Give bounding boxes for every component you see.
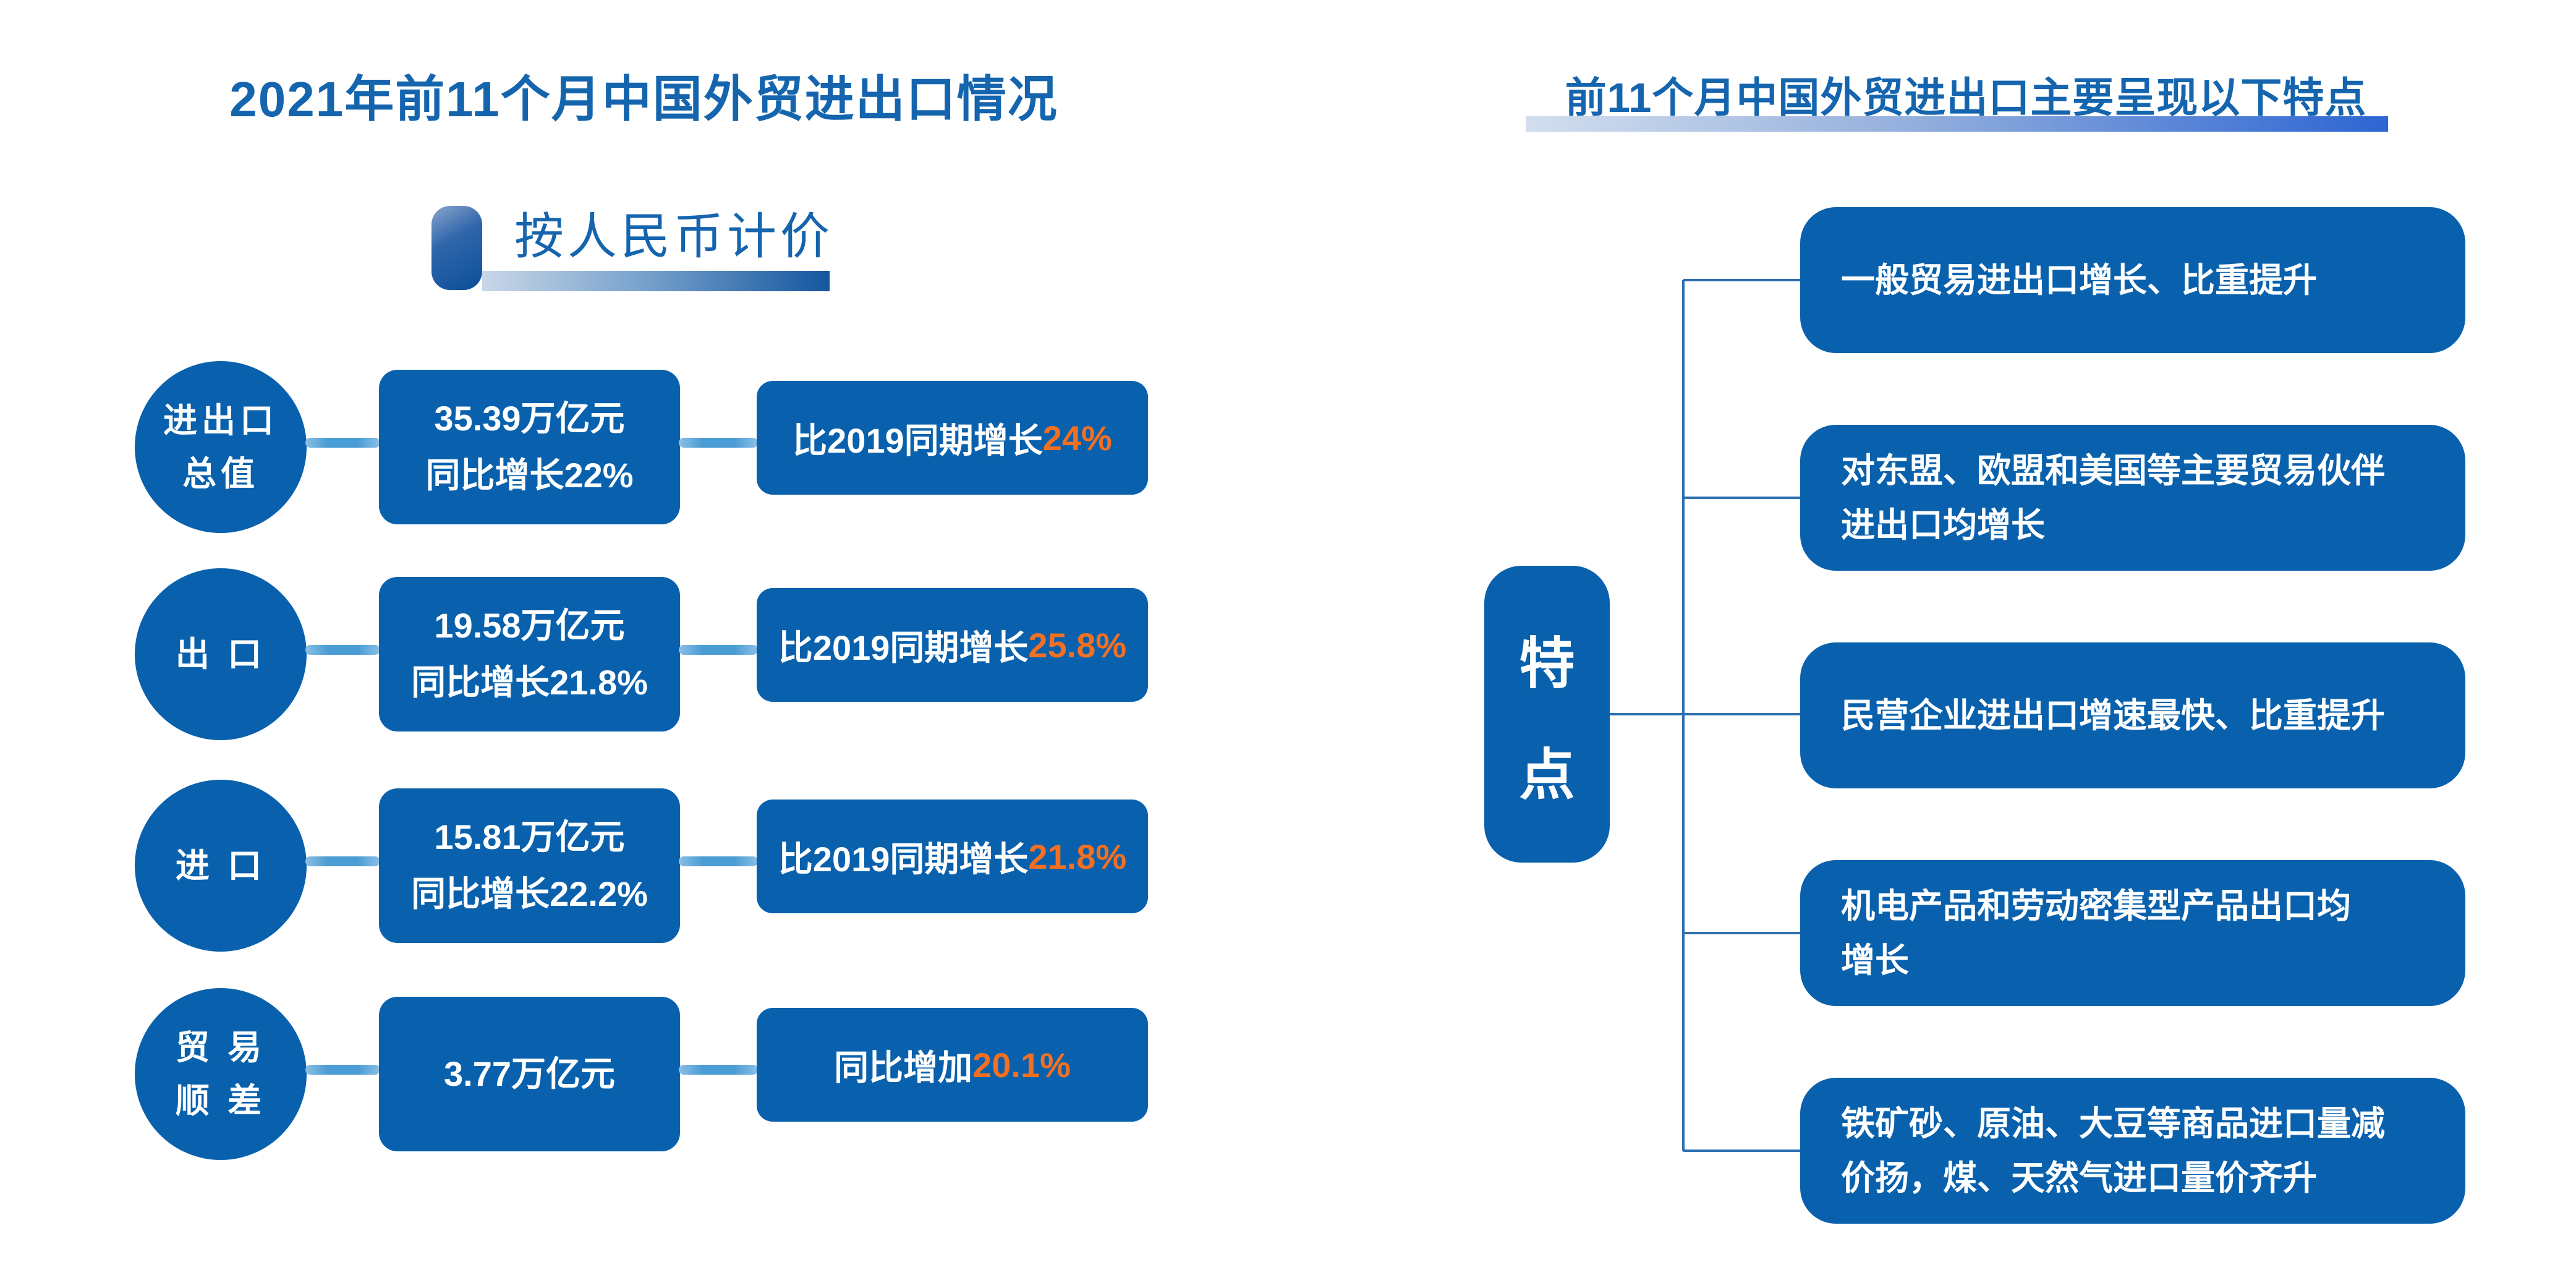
tree-branch-line bbox=[1683, 497, 1800, 499]
right-panel-title: 前11个月中国外贸进出口主要呈现以下特点 bbox=[1565, 75, 2367, 121]
connector bbox=[679, 856, 758, 866]
connector bbox=[305, 645, 380, 655]
compare-prefix: 比2019同期增长 bbox=[778, 628, 1029, 667]
badge-pill-icon bbox=[431, 206, 482, 290]
feature-box-1: 一般贸易进出口增长、比重提升 bbox=[1800, 207, 2465, 353]
tree-trunk-line bbox=[1682, 280, 1685, 1151]
right-title-underline bbox=[1526, 116, 2388, 132]
connector bbox=[679, 438, 758, 448]
circle-export: 出 口 bbox=[135, 568, 307, 740]
compare-percent: 20.1% bbox=[972, 1045, 1071, 1085]
compare-percent: 24% bbox=[1042, 418, 1112, 458]
compare-percent: 25.8% bbox=[1028, 625, 1127, 665]
connector bbox=[679, 1065, 758, 1075]
feature-box-3: 民营企业进出口增速最快、比重提升 bbox=[1800, 642, 2465, 788]
tree-branch-line bbox=[1683, 932, 1800, 934]
circle-total-import-export: 进出口 总值 bbox=[135, 361, 307, 533]
node-char: 特 bbox=[1519, 633, 1575, 696]
compare-percent: 21.8% bbox=[1028, 837, 1127, 876]
value-box-total: 35.39万亿元 同比增长22% bbox=[379, 370, 680, 524]
value-box-export: 19.58万亿元 同比增长21.8% bbox=[379, 577, 680, 731]
connector bbox=[305, 1065, 380, 1075]
badge-label: 按人民币计价 bbox=[514, 209, 833, 264]
tree-branch-line bbox=[1605, 713, 1800, 715]
value-box-surplus: 3.77万亿元 bbox=[379, 997, 680, 1151]
feature-box-4: 机电产品和劳动密集型产品出口均 增长 bbox=[1800, 860, 2465, 1006]
features-root-node: 特 点 bbox=[1484, 566, 1610, 863]
connector bbox=[305, 856, 380, 866]
feature-box-2: 对东盟、欧盟和美国等主要贸易伙伴 进出口均增长 bbox=[1800, 425, 2465, 571]
compare-prefix: 同比增加 bbox=[834, 1047, 973, 1087]
tree-branch-line bbox=[1683, 1149, 1800, 1152]
left-panel-title: 2021年前11个月中国外贸进出口情况 bbox=[229, 72, 1058, 127]
compare-prefix: 比2019同期增长 bbox=[778, 839, 1029, 879]
connector bbox=[305, 438, 380, 448]
circle-trade-surplus: 贸 易 顺 差 bbox=[135, 988, 307, 1160]
node-char: 点 bbox=[1519, 744, 1575, 806]
connector bbox=[679, 645, 758, 655]
tree-branch-line bbox=[1683, 279, 1800, 281]
compare-prefix: 比2019同期增长 bbox=[793, 420, 1043, 460]
feature-box-5: 铁矿砂、原油、大豆等商品进口量减 价扬，煤、天然气进口量价齐升 bbox=[1800, 1078, 2465, 1224]
value-box-import: 15.81万亿元 同比增长22.2% bbox=[379, 788, 680, 943]
circle-import: 进 口 bbox=[135, 780, 307, 952]
badge-underline bbox=[482, 271, 830, 291]
